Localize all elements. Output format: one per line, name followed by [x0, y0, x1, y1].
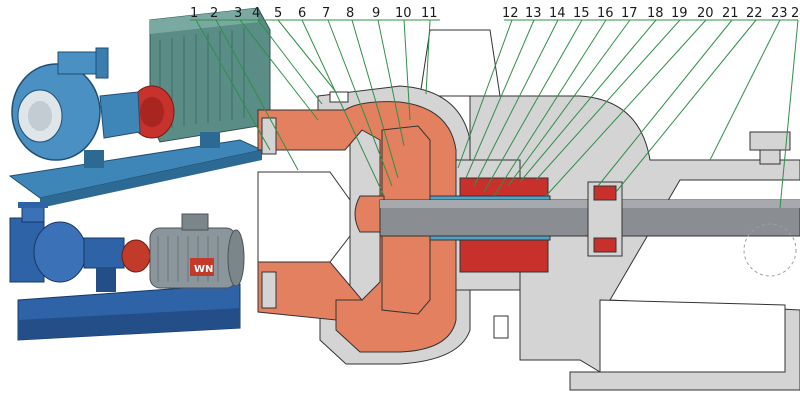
- callout-20: 20: [697, 6, 714, 21]
- large-slurry-pump-photo: [8, 7, 271, 208]
- callout-22: 22: [746, 6, 763, 21]
- callout-7: 7: [322, 6, 330, 21]
- motor-badge: WN: [194, 264, 213, 275]
- callout-leaders: [190, 19, 799, 209]
- small-centrifugal-pump-photo: WN: [9, 202, 245, 341]
- pump-section-view: [257, 29, 800, 391]
- callout-numbers: 1 2 3 4 5 6 7 8 9 10 11 12 13 14 15 16 1…: [190, 6, 800, 21]
- callout-23: 23: [771, 6, 788, 21]
- callout-11: 11: [421, 6, 438, 21]
- callout-16: 16: [597, 6, 614, 21]
- callout-1: 1: [190, 6, 198, 21]
- callout-10: 10: [395, 6, 412, 21]
- callout-9: 9: [372, 6, 380, 21]
- callout-6: 6: [298, 6, 306, 21]
- callout-15: 15: [573, 6, 590, 21]
- callout-17: 17: [621, 6, 638, 21]
- callout-18: 18: [647, 6, 664, 21]
- callout-24: 24: [791, 6, 800, 21]
- callout-2: 2: [210, 6, 218, 21]
- callout-21: 21: [722, 6, 739, 21]
- callout-5: 5: [274, 6, 282, 21]
- callout-19: 19: [671, 6, 688, 21]
- callout-4: 4: [252, 6, 260, 21]
- callout-14: 14: [549, 6, 566, 21]
- callout-3: 3: [234, 6, 242, 21]
- callout-12: 12: [502, 6, 519, 21]
- callout-8: 8: [346, 6, 354, 21]
- callout-13: 13: [525, 6, 542, 21]
